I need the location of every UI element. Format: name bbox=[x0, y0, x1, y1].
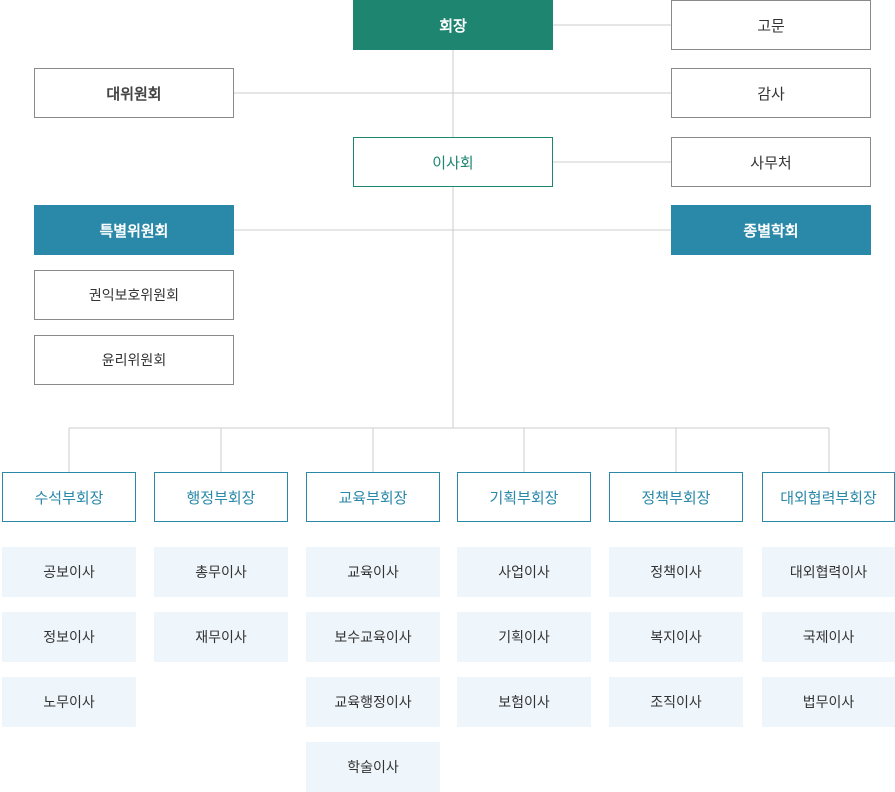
president-box: 회장 bbox=[353, 0, 553, 50]
member-box: 총무이사 bbox=[154, 547, 288, 597]
member-box: 공보이사 bbox=[2, 547, 136, 597]
committee-box: 윤리위원회 bbox=[34, 335, 234, 385]
division-head: 행정부회장 bbox=[154, 472, 288, 522]
division-head: 교육부회장 bbox=[306, 472, 440, 522]
member-box: 정책이사 bbox=[609, 547, 743, 597]
member-box: 재무이사 bbox=[154, 612, 288, 662]
division-head: 수석부회장 bbox=[2, 472, 136, 522]
member-box: 조직이사 bbox=[609, 677, 743, 727]
delegates-box: 대위원회 bbox=[34, 68, 234, 118]
member-box: 교육행정이사 bbox=[306, 677, 440, 727]
committee-box: 권익보호위원회 bbox=[34, 270, 234, 320]
division-head: 기획부회장 bbox=[457, 472, 591, 522]
advisor-box: 고문 bbox=[671, 0, 871, 50]
member-box: 학술이사 bbox=[306, 742, 440, 792]
division-head: 대외협력부회장 bbox=[762, 472, 895, 522]
member-box: 노무이사 bbox=[2, 677, 136, 727]
member-box: 대외협력이사 bbox=[762, 547, 895, 597]
member-box: 복지이사 bbox=[609, 612, 743, 662]
member-box: 보수교육이사 bbox=[306, 612, 440, 662]
member-box: 보험이사 bbox=[457, 677, 591, 727]
member-box: 정보이사 bbox=[2, 612, 136, 662]
member-box: 사업이사 bbox=[457, 547, 591, 597]
special-committee-box: 특별위원회 bbox=[34, 205, 234, 255]
auditor-box: 감사 bbox=[671, 68, 871, 118]
member-box: 기획이사 bbox=[457, 612, 591, 662]
member-box: 국제이사 bbox=[762, 612, 895, 662]
member-box: 법무이사 bbox=[762, 677, 895, 727]
division-head: 정책부회장 bbox=[609, 472, 743, 522]
secretariat-box: 사무처 bbox=[671, 137, 871, 187]
member-box: 교육이사 bbox=[306, 547, 440, 597]
specialty-societies-box: 종별학회 bbox=[671, 205, 871, 255]
board-box: 이사회 bbox=[353, 137, 553, 187]
